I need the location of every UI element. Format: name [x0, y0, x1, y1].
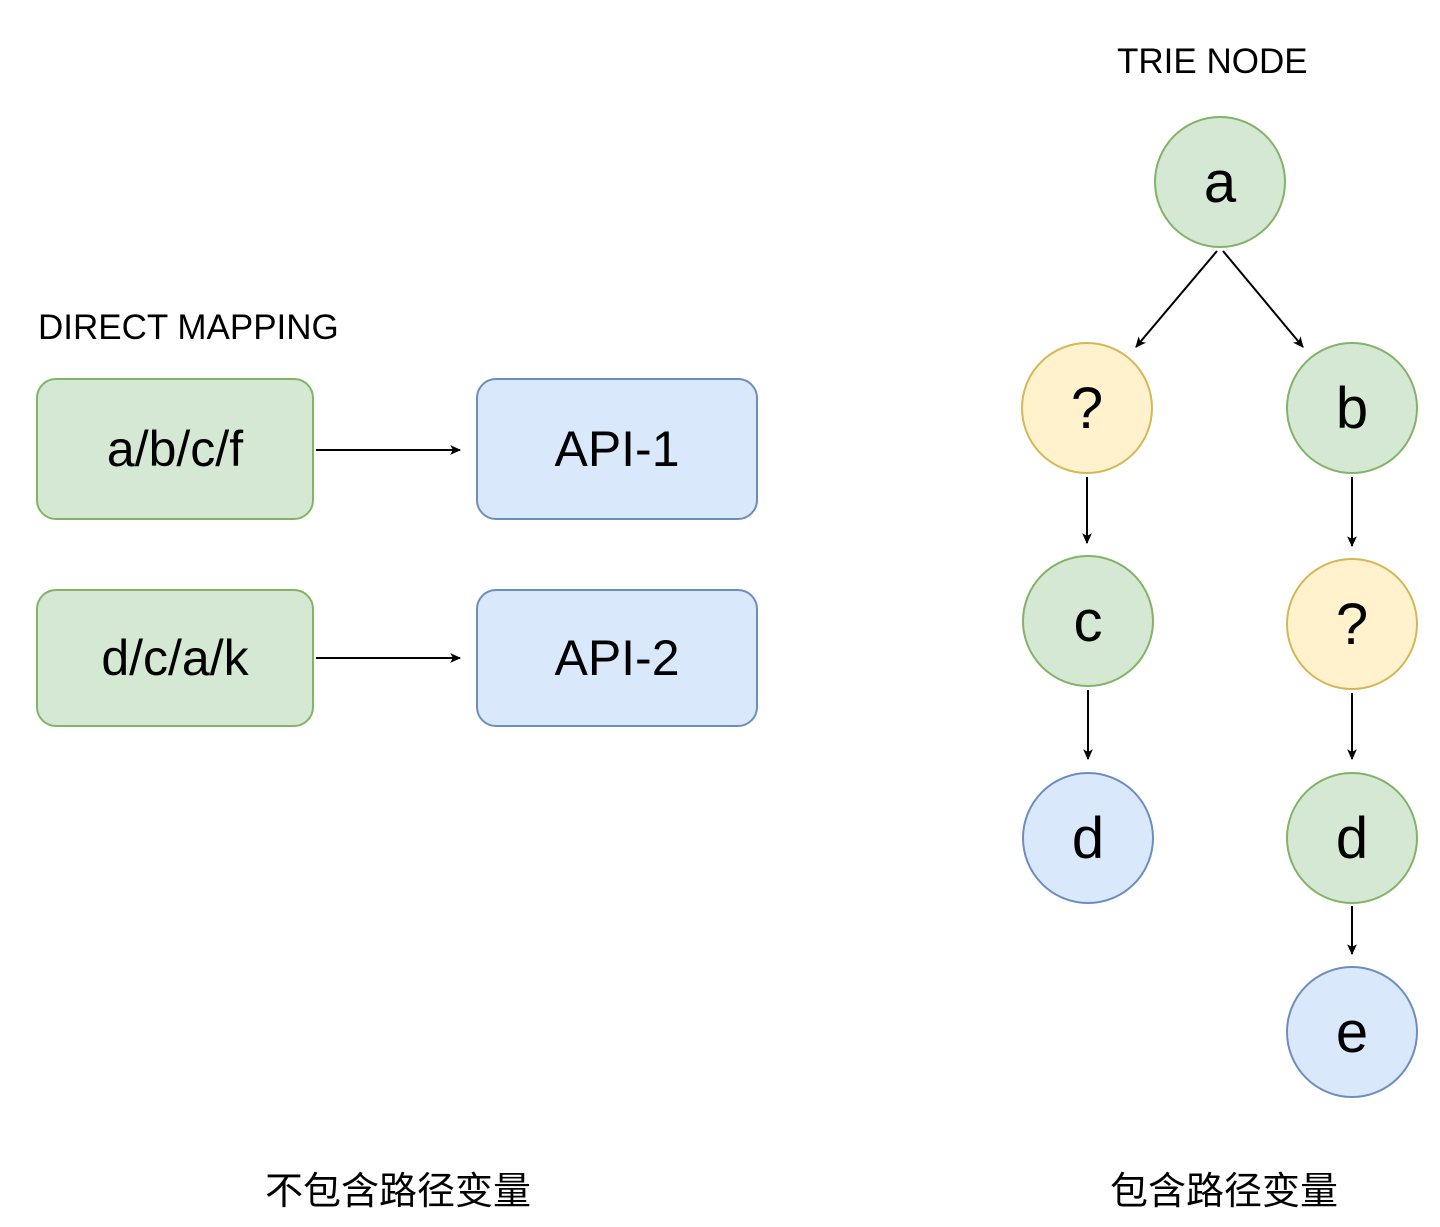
trie-node-wildcard-1: ? — [1021, 342, 1153, 474]
path-box-1: a/b/c/f — [36, 378, 314, 520]
direct-mapping-title: DIRECT MAPPING — [38, 308, 339, 347]
trie-node-wildcard-2: ? — [1286, 558, 1418, 690]
api-box-1: API-1 — [476, 378, 758, 520]
right-caption: 包含路径变量 — [1110, 1171, 1339, 1213]
trie-node-d-leaf: d — [1022, 772, 1154, 904]
trie-node-b: b — [1286, 342, 1418, 474]
trie-node-d: d — [1286, 772, 1418, 904]
trie-node-e-leaf: e — [1286, 966, 1418, 1098]
trie-edge-a-to-b — [1222, 250, 1304, 348]
trie-node-c: c — [1022, 555, 1154, 687]
api-box-2: API-2 — [476, 589, 758, 727]
path-box-2: d/c/a/k — [36, 589, 314, 727]
trie-edge-a-to-q1 — [1135, 250, 1218, 348]
trie-node-a: a — [1154, 116, 1286, 248]
trie-title: TRIE NODE — [1117, 42, 1308, 81]
left-caption: 不包含路径变量 — [265, 1171, 532, 1213]
